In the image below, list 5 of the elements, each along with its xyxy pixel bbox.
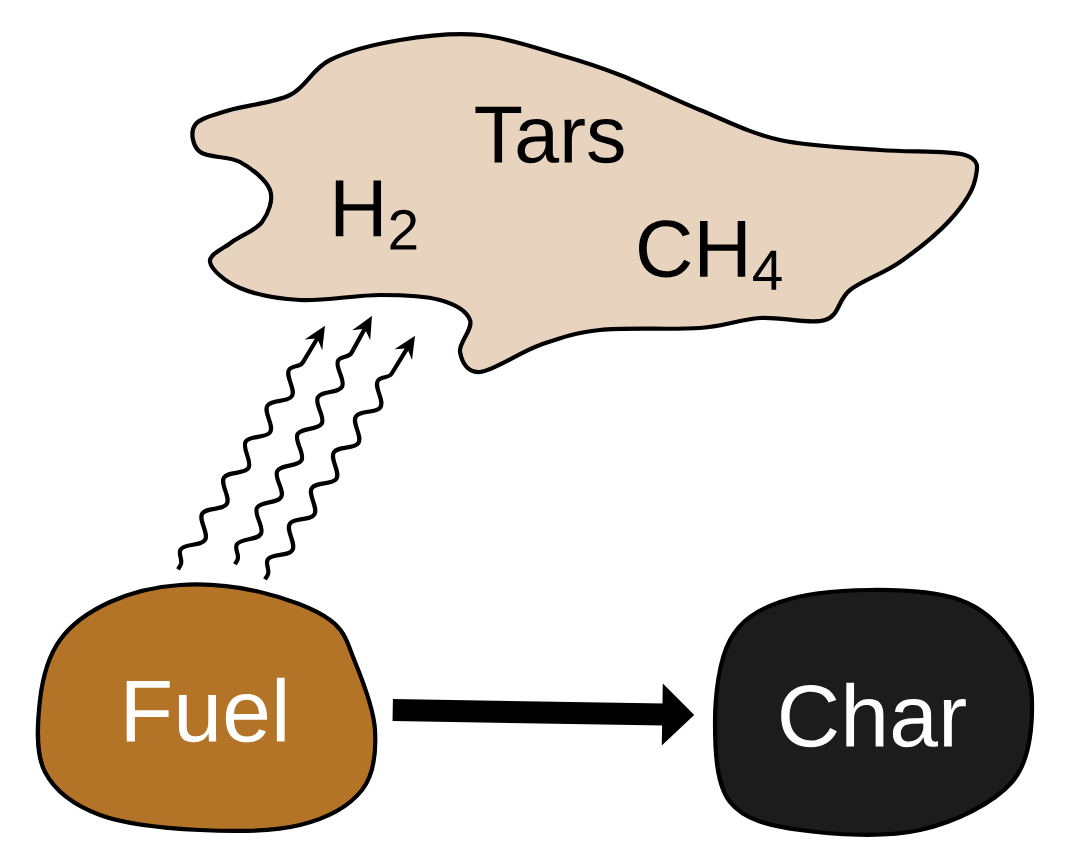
node-label: CH$_{4}$ — [639, 220, 782, 290]
node-label: Fuel — [126, 677, 285, 743]
node-label: H$_{2}$ — [335, 180, 417, 250]
node-label: Char — [781, 682, 966, 748]
node-label: Tars — [475, 106, 624, 164]
